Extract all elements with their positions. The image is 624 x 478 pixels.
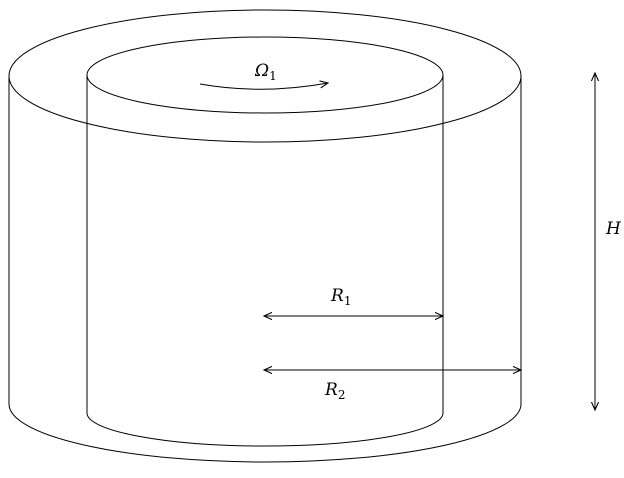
r1-label: R1: [331, 286, 352, 308]
omega-label: Ω1: [255, 61, 277, 83]
r2-label: R2: [325, 380, 346, 402]
rotation-arrow: [199, 83, 328, 90]
outer-cylinder-bottom: [8, 403, 522, 463]
height-label: H: [606, 219, 621, 239]
inner-cylinder-bottom: [86, 412, 444, 447]
